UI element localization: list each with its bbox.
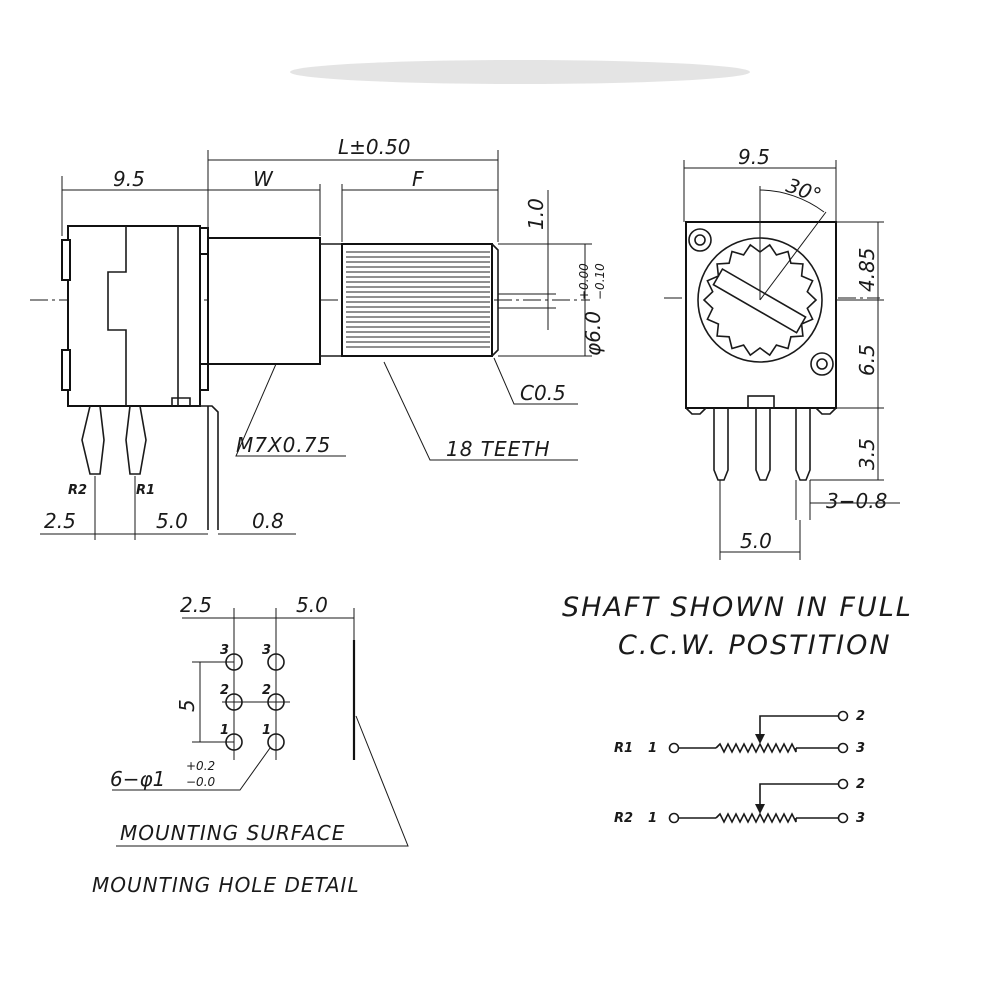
r1-resistor — [715, 742, 797, 754]
front-dim-mid: 6.5 — [855, 344, 879, 376]
hole-2a — [225, 693, 243, 711]
hole-3a — [225, 653, 243, 671]
side-dim-f: F — [412, 167, 424, 191]
knurl-lines — [346, 251, 490, 348]
front-pin-right — [795, 408, 811, 481]
hole-number: 2 — [220, 683, 229, 698]
side-dim-length: L±0.50 — [338, 135, 410, 159]
schematic-r2-terminal-1: 1 — [648, 811, 657, 826]
schematic-r1-terminal-3: 3 — [856, 741, 865, 756]
side-bracket — [190, 405, 219, 530]
side-dim-shaft-tol-upper: +0.00 — [577, 263, 591, 300]
front-knob-slot — [712, 267, 807, 334]
hole-tol-lower: −0.0 — [186, 775, 216, 789]
schematic: R1 1 2 3 R2 1 2 3 — [614, 709, 865, 826]
hole-number: 3 — [220, 643, 229, 658]
label-hole-detail-title: MOUNTING HOLE DETAIL — [92, 873, 360, 897]
side-pin-r2-label: R2 — [68, 483, 87, 498]
hole-number: 3 — [262, 643, 271, 658]
hole-tol-upper: +0.2 — [186, 759, 215, 773]
schematic-r2-terminal-3: 3 — [856, 811, 865, 826]
side-dim-bracket: 0.8 — [252, 509, 284, 533]
hole-number: 2 — [262, 683, 271, 698]
side-dim-shaft-tol-lower: −0.10 — [593, 263, 607, 300]
side-housing — [67, 225, 201, 407]
schematic-r2-label: R2 — [614, 811, 633, 826]
hole-spec: 6−φ1 — [110, 767, 165, 791]
front-knob-teeth — [702, 243, 818, 357]
front-view: 9.5 30° 4.85 6.5 3.5 3−0.8 5.0 — [664, 145, 900, 560]
front-dim-pin-thk: 3−0.8 — [826, 489, 887, 513]
label-mounting-surface: MOUNTING SURFACE — [120, 821, 345, 845]
hole-number: 1 — [262, 723, 271, 738]
front-dim-upper: 4.85 — [855, 247, 879, 292]
schematic-r2-terminal-2: 2 — [856, 777, 865, 792]
front-pin-left — [713, 408, 729, 481]
side-view: 9.5 L±0.50 W F 1.0 φ6.0 +0.00 −0.10 C0.5… — [30, 135, 607, 540]
side-label-chamfer: C0.5 — [520, 381, 566, 405]
mounting-hole-detail: 2.5 5.0 5 3 3 2 2 1 1 6−φ1 +0.2 −0.0 MOU… — [92, 593, 409, 897]
caption-line-2: C.C.W. POSTITION — [618, 630, 892, 661]
caption-line-1: SHAFT SHOWN IN FULL — [562, 592, 913, 623]
front-dim-pin-spacing: 5.0 — [740, 529, 772, 553]
side-dim-pin-left: 2.5 — [44, 509, 76, 533]
pin-r1 — [125, 405, 147, 475]
front-housing — [685, 221, 837, 409]
hole-3b — [267, 653, 285, 671]
r2-resistor — [715, 812, 797, 824]
schematic-r1-terminal-1: 1 — [648, 741, 657, 756]
schematic-r1-terminal-2: 2 — [856, 709, 865, 724]
hole-dim-right: 5.0 — [296, 593, 328, 617]
side-knurled-shaft — [341, 243, 493, 357]
side-bushing — [207, 237, 321, 365]
front-dim-width: 9.5 — [738, 145, 770, 169]
side-label-teeth: 18 TEETH — [446, 437, 551, 461]
side-dim-w: W — [253, 167, 274, 191]
schematic-r1-label: R1 — [614, 741, 633, 756]
hole-number: 1 — [220, 723, 229, 738]
hole-dim-vertical: 5 — [175, 699, 199, 712]
hole-1b — [267, 733, 285, 751]
hole-dim-left: 2.5 — [180, 593, 212, 617]
scan-smudge — [290, 60, 750, 84]
side-dim-pin-spacing: 5.0 — [156, 509, 188, 533]
hole-1a — [225, 733, 243, 751]
front-dim-angle: 30° — [783, 173, 825, 208]
front-pin-mid — [755, 408, 771, 481]
hole-2b — [267, 693, 285, 711]
side-dim-flat: 1.0 — [524, 198, 548, 230]
pin-r2 — [81, 405, 105, 475]
front-dim-pin-len: 3.5 — [855, 438, 879, 470]
side-dim-shaft-dia: φ6.0 — [581, 311, 605, 356]
side-dim-body-width: 9.5 — [113, 167, 145, 191]
side-label-thread: M7X0.75 — [236, 433, 331, 457]
side-pin-r1-label: R1 — [136, 483, 155, 498]
